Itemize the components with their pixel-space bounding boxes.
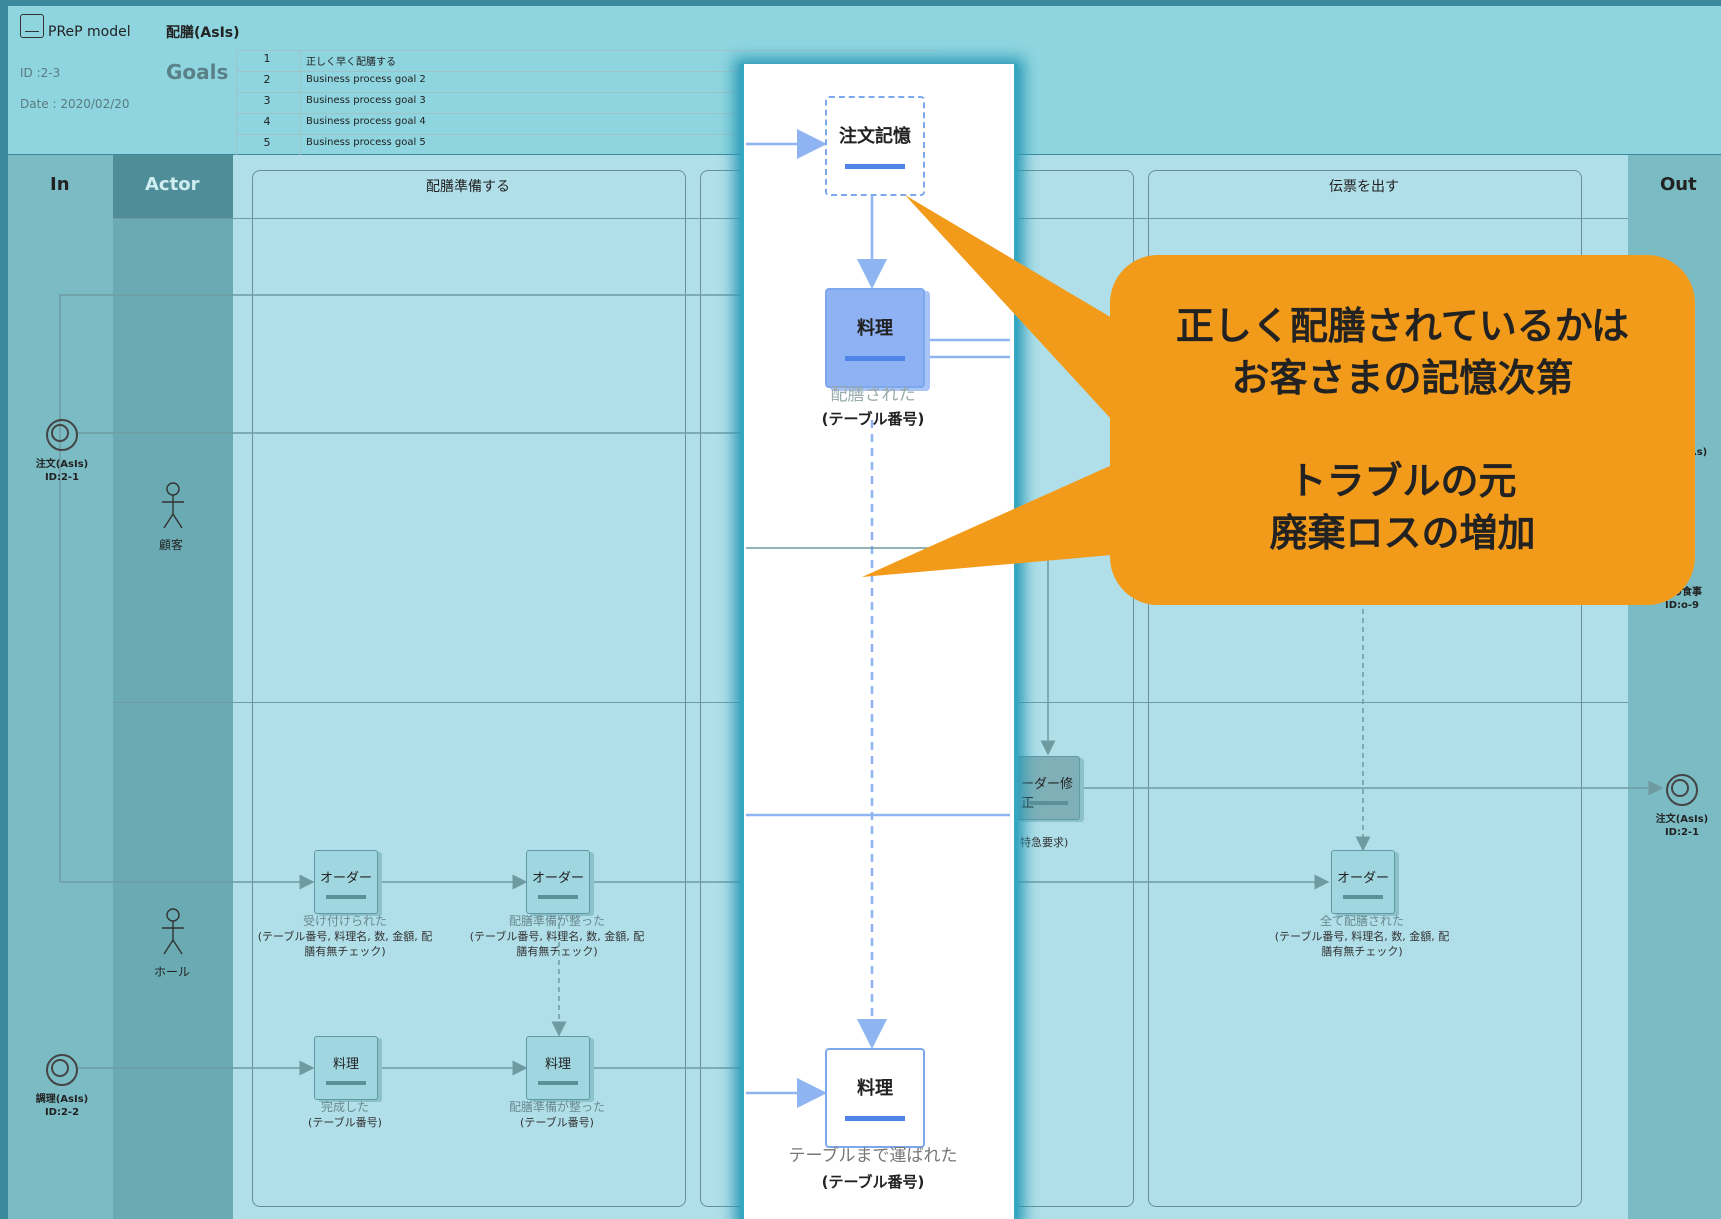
lane-title: 伝票を出す [1329,179,1399,195]
input-event[interactable] [46,1054,78,1086]
lane [1148,170,1582,1207]
callout-line: 廃棄ロスの増加 [1269,511,1536,555]
flow-line [59,294,740,882]
process-node[interactable]: 料理 [314,1036,378,1100]
output-event-label: 注文(AsIs)ID:2-1 [1655,814,1709,838]
process-node[interactable]: オーダー [1331,850,1395,914]
memory-node[interactable]: 注文記憶 [825,96,925,196]
output-event-label: …s) [1686,447,1708,458]
actor-column-title: Actor [145,174,200,195]
node-caption: 配膳準備が整った(テーブル番号) [508,1100,605,1129]
process-node[interactable]: 料理 [526,1036,590,1100]
process-node[interactable]: オーダー [314,850,378,914]
served-dish-caption: 配膳された(テーブル番号) [821,385,925,428]
actor-person-icon [162,482,184,529]
model-id: ID :2-3 [20,66,61,80]
node-caption: 受け付けられた(テーブル番号, 料理名, 数, 金額, 配膳有無チェック) [257,914,433,958]
callout-line: 正しく配膳されているかは [1175,304,1630,348]
callout-bubble [1110,255,1695,605]
lane [252,170,686,1207]
input-event[interactable] [46,419,78,451]
model-icon [20,14,44,38]
actor-person-icon [162,908,184,955]
callout-line: トラブルの元 [1288,459,1517,503]
actor-name: ホール [154,965,191,979]
delivered-dish-caption: テーブルまで運ばれた(テーブル番号) [788,1146,958,1191]
process-node[interactable]: オーダー [526,850,590,914]
zoom-flow-line [922,338,1010,359]
output-event[interactable] [1666,774,1698,806]
model-date: Date : 2020/02/20 [20,97,130,111]
served-dish-node[interactable]: 料理 [825,288,925,388]
lane-title: 配膳準備する [426,179,510,195]
node-caption: 配膳準備が整った(テーブル番号, 料理名, 数, 金額, 配膳有無チェック) [469,914,645,958]
actor-column-header [113,155,233,218]
actor-name: 顧客 [159,538,184,552]
goals-label: Goals [166,60,229,84]
actor-column [113,155,233,1219]
goals-table [236,50,937,157]
out-column-title: Out [1660,174,1697,195]
model-title: 配膳(AsIs) [166,25,240,41]
delivered-dish-node[interactable]: 料理 [825,1048,925,1148]
callout-line: お客さまの記憶次第 [1231,356,1574,400]
node-caption: 全て配膳された(テーブル番号, 料理名, 数, 金額, 配膳有無チェック) [1274,914,1450,958]
in-column-title: In [50,174,70,195]
process-node[interactable]: ーダー修正 [1016,756,1080,820]
app-name: PReP model [48,24,131,40]
input-event-label: 注文(AsIs)ID:2-1 [35,459,89,483]
input-event-label: 調理(AsIs)ID:2-2 [35,1094,89,1118]
node-caption: 完成した(テーブル番号) [308,1100,382,1129]
node-caption: 特急要求) [1020,836,1069,849]
